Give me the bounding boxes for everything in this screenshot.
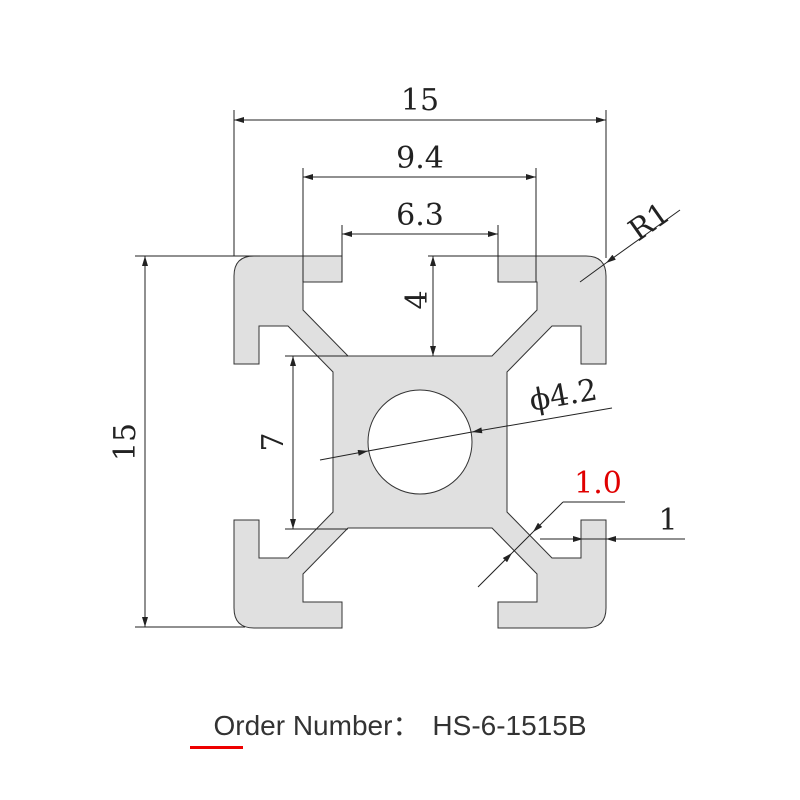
dimension-label: 9.4 [396,141,444,176]
dimension-lip-thickness: 1 [540,503,685,542]
dimension-label: 4 [400,290,435,309]
order-number-label: Order Number： [213,710,421,741]
dimension-label: 15 [401,83,439,118]
dimension-web-thickness: 1.0 [477,466,625,588]
dimension-slot-outer-width: 9.4 [302,141,537,282]
dimension-overall-height: 15 [108,255,260,628]
dimension-label: 6.3 [396,198,444,233]
dimension-core-size: 7 [256,355,348,530]
dimension-label-highlight: 1.0 [574,466,622,501]
dimension-slot-depth: 4 [400,255,500,356]
dimension-label: 1 [658,503,677,538]
dimension-slot-opening: 6.3 [341,198,499,282]
red-underline-accent [190,746,243,749]
order-number-value: HS-6-1515B [432,710,587,741]
dimension-label: R1 [622,196,676,249]
dimension-overall-width: 15 [233,83,607,258]
dimension-label: 15 [108,423,143,461]
order-number-caption: Order Number： HS-6-1515B [0,704,800,744]
dimension-label: 7 [256,432,291,451]
